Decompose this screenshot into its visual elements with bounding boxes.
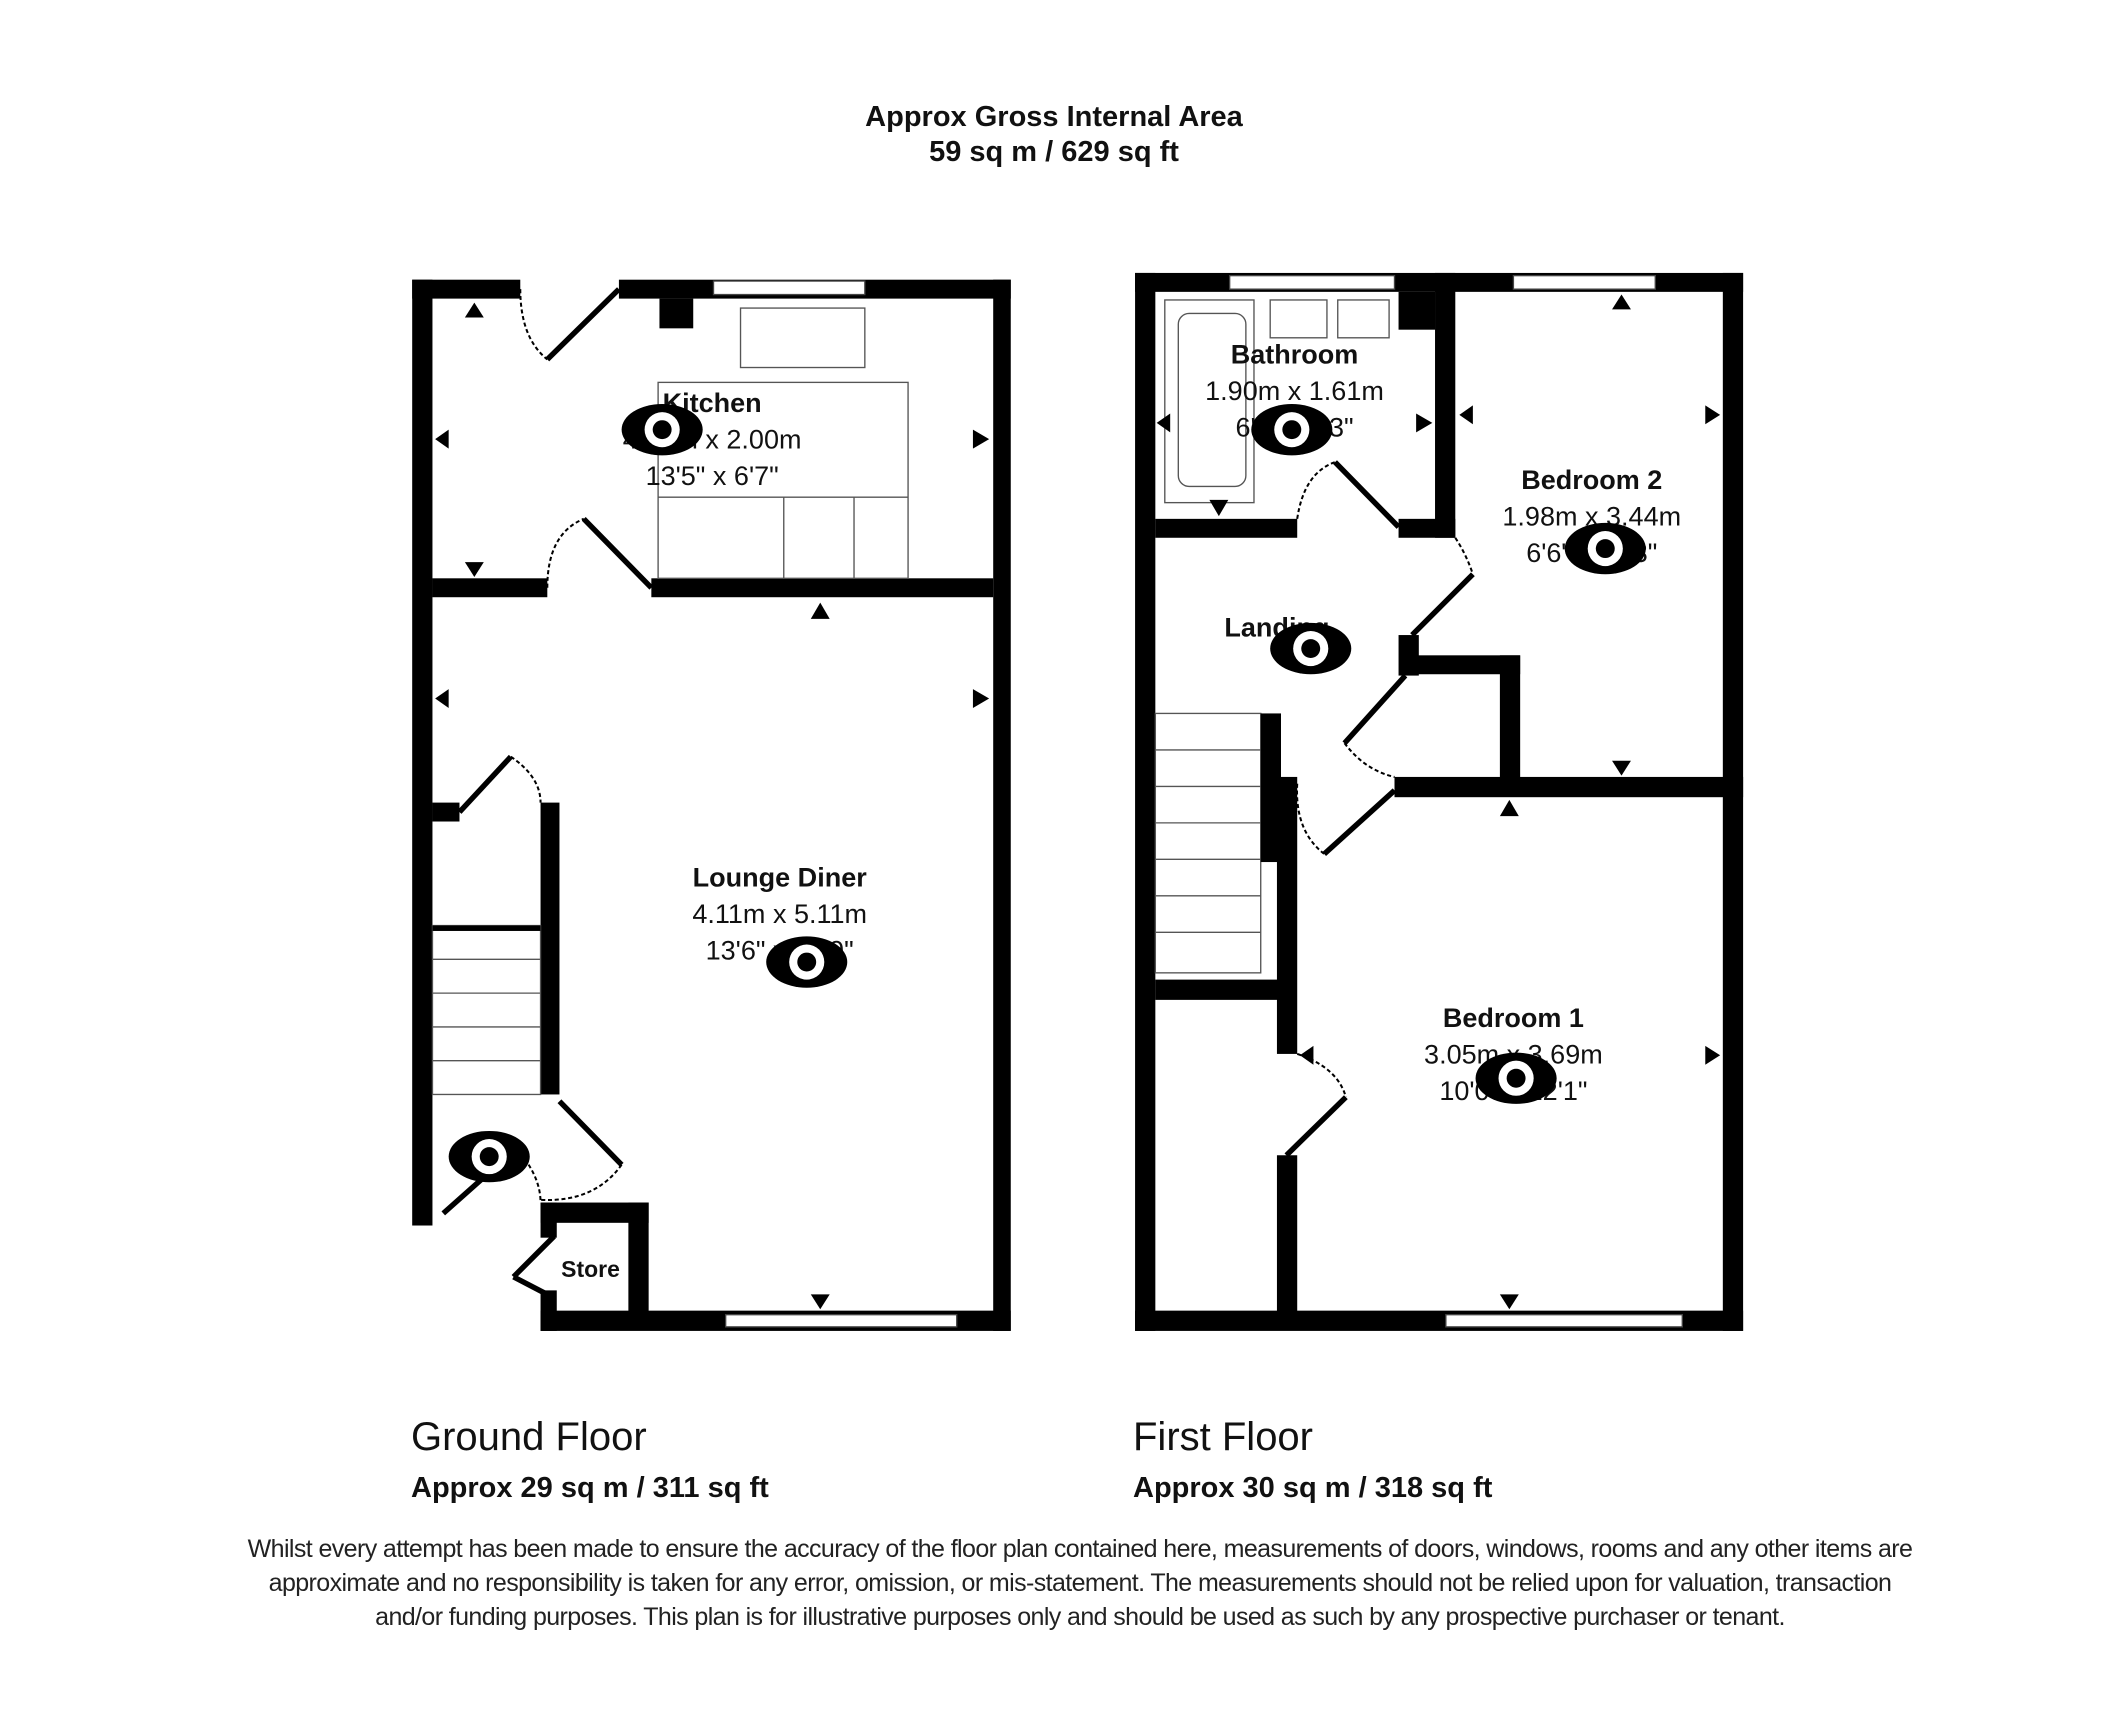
ground-floor-label: Ground Floor xyxy=(411,1415,647,1459)
svg-text:1.90m x 1.61m: 1.90m x 1.61m xyxy=(1205,376,1384,406)
first-floor-area: Approx 30 sq m / 318 sq ft xyxy=(1133,1472,1493,1504)
disclaimer: Whilst every attempt has been made to en… xyxy=(247,1535,1913,1631)
room-kitchen: Kitchen 4.09m x 2.00m 13'5" x 6'7" xyxy=(623,388,802,491)
first-floor-label: First Floor xyxy=(1133,1415,1313,1459)
room-bedroom-1: Bedroom 1 3.05m x 3.69m 10'0" x 12'1" xyxy=(1424,1003,1603,1106)
gross-area-value: 59 sq m / 629 sq ft xyxy=(929,136,1179,168)
gross-area-title: Approx Gross Internal Area xyxy=(865,101,1243,133)
svg-text:13'5" x 6'7": 13'5" x 6'7" xyxy=(646,461,779,491)
ground-floor-plan xyxy=(412,279,1011,1331)
room-store: Store xyxy=(561,1256,620,1282)
svg-text:Bedroom 1: Bedroom 1 xyxy=(1443,1003,1584,1033)
svg-text:4.11m x 5.11m: 4.11m x 5.11m xyxy=(692,899,867,929)
svg-text:Lounge Diner: Lounge Diner xyxy=(693,862,868,892)
eye-icon[interactable] xyxy=(766,936,848,988)
first-floor-plan xyxy=(1135,272,1744,1331)
ground-floor-area: Approx 29 sq m / 311 sq ft xyxy=(411,1472,769,1504)
eye-icon[interactable] xyxy=(448,1130,530,1183)
svg-text:Bathroom: Bathroom xyxy=(1231,339,1359,369)
eye-icon[interactable] xyxy=(1251,404,1333,456)
eye-icon[interactable] xyxy=(621,404,703,456)
eye-icon[interactable] xyxy=(1475,1052,1557,1104)
svg-text:Bedroom 2: Bedroom 2 xyxy=(1521,465,1662,495)
eye-icon[interactable] xyxy=(1270,622,1352,675)
eye-icon[interactable] xyxy=(1564,522,1646,575)
